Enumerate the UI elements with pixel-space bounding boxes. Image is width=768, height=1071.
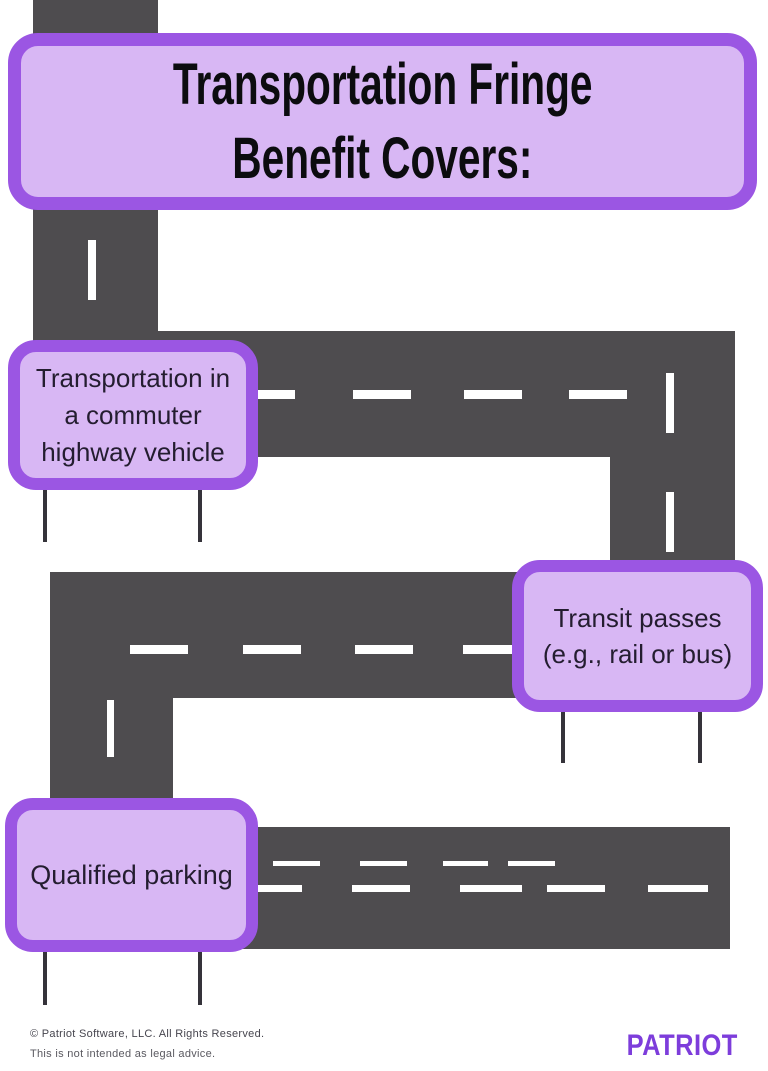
- lane-marking: [569, 390, 627, 399]
- lane-marking: [443, 861, 488, 866]
- lane-marking: [666, 492, 674, 552]
- lane-marking: [547, 885, 605, 892]
- lane-marking: [88, 240, 96, 300]
- sign-post: [198, 950, 202, 1005]
- sign-qualified-parking: Qualified parking: [5, 798, 258, 952]
- lane-marking: [648, 885, 708, 892]
- sign-post: [561, 710, 565, 763]
- lane-marking: [243, 645, 301, 654]
- lane-marking: [130, 645, 188, 654]
- footer-copyright: © Patriot Software, LLC. All Rights Rese…: [30, 1028, 265, 1040]
- lane-marking: [353, 390, 411, 399]
- sign-post: [198, 488, 202, 542]
- page-title-line-2: Benefit Covers:: [232, 125, 533, 191]
- lane-marking: [237, 390, 295, 399]
- lane-marking: [258, 885, 302, 892]
- lane-marking: [666, 373, 674, 433]
- sign-post: [43, 488, 47, 542]
- footer-disclaimer: This is not intended as legal advice.: [30, 1048, 216, 1060]
- sign-transit-passes: Transit passes (e.g., rail or bus): [512, 560, 763, 712]
- lane-marking: [508, 861, 555, 866]
- sign-parking-line-1: Qualified parking: [30, 859, 233, 890]
- lane-marking: [460, 885, 522, 892]
- lane-marking: [463, 645, 521, 654]
- lane-marking: [355, 645, 413, 654]
- lane-marking: [464, 390, 522, 399]
- lane-marking: [352, 885, 410, 892]
- title-sign: Transportation Fringe Benefit Covers:: [8, 33, 757, 210]
- sign-commuter-line-3: highway vehicle: [41, 436, 225, 467]
- road-segment-left-vertical: [50, 572, 173, 812]
- patriot-logo: PATRIOT: [626, 1029, 738, 1062]
- sign-transit-line-2: (e.g., rail or bus): [542, 639, 733, 669]
- sign-transit-line-1: Transit passes: [553, 603, 722, 633]
- sign-post: [698, 710, 702, 763]
- lane-marking: [273, 861, 320, 866]
- sign-commuter-line-1: Transportation in: [35, 362, 231, 393]
- lane-marking: [107, 700, 114, 757]
- lane-marking: [360, 861, 407, 866]
- sign-commuter-highway-vehicle: Transportation in a commuter highway veh…: [8, 340, 258, 490]
- page-title-line-1: Transportation Fringe: [172, 51, 593, 117]
- sign-post: [43, 950, 47, 1005]
- sign-commuter-line-2: a commuter: [64, 399, 202, 430]
